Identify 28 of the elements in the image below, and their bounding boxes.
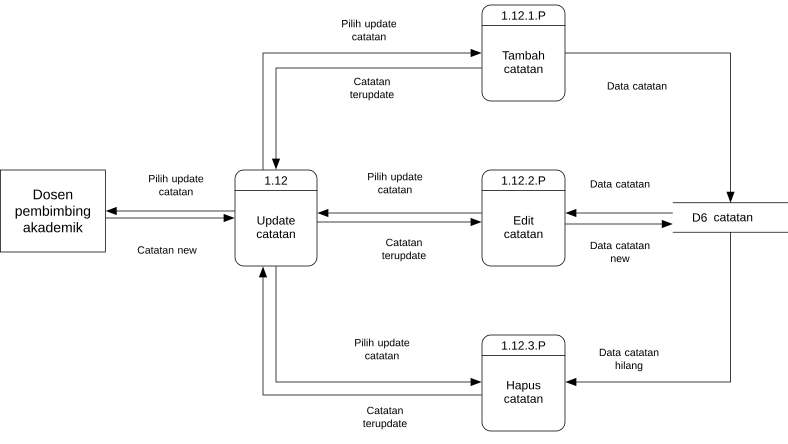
process-box [481, 4, 566, 102]
edge-label: Data catatan new [590, 242, 650, 262]
edge-label: Catatan terupdate [362, 406, 407, 430]
process-number: 1.12.2.P [502, 176, 546, 185]
process-number: 1.12 [265, 176, 288, 185]
edge-label: Data catatan [608, 82, 666, 90]
process-box [481, 170, 566, 266]
process-box [234, 170, 318, 266]
process-name: Hapus catatan [504, 381, 542, 403]
process-number: 1.12.3.P [502, 341, 546, 350]
process-name: Update catatan [256, 216, 295, 238]
store-name: catatan [714, 214, 752, 222]
process-name: Edit catatan [504, 216, 542, 238]
process-name: Tambah catatan [502, 50, 544, 74]
external-entity-box: Dosen pembimbing akademik [0, 170, 106, 252]
edge-label: Pilih update catatan [342, 20, 396, 40]
edge-label: Catatan terupdate [350, 78, 394, 100]
edge-label: Catatan terupdate [382, 238, 426, 262]
edge-label: Pilih update catatan [149, 174, 204, 196]
edge-label: Catatan new [138, 246, 197, 254]
data-store [672, 202, 788, 233]
edge-label: Data catatan hilang [600, 348, 658, 372]
edge-label: Pilih update catatan [355, 338, 410, 360]
process-box [481, 334, 566, 432]
process-number: 1.12.1.P [502, 11, 546, 20]
edge-label: Pilih update catatan [368, 172, 422, 194]
edge-label: Data catatan [590, 180, 650, 188]
store-id: D6 [693, 213, 707, 222]
